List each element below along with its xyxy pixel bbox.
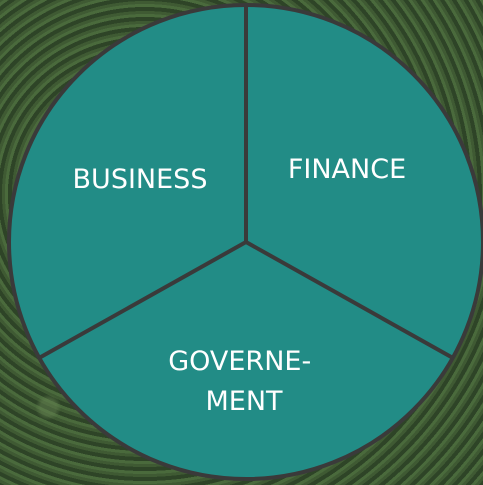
segment-label-government: GOVERNE- MENT xyxy=(168,346,320,417)
segment-label-finance: FINANCE xyxy=(288,154,406,185)
segment-label-government-line-2: MENT xyxy=(205,386,283,417)
divider-business-government xyxy=(38,240,247,360)
segment-label-business: BUSINESS xyxy=(73,164,208,195)
segment-label-government-line-1: GOVERNE- xyxy=(168,346,311,377)
divider-finance-government xyxy=(245,240,454,360)
